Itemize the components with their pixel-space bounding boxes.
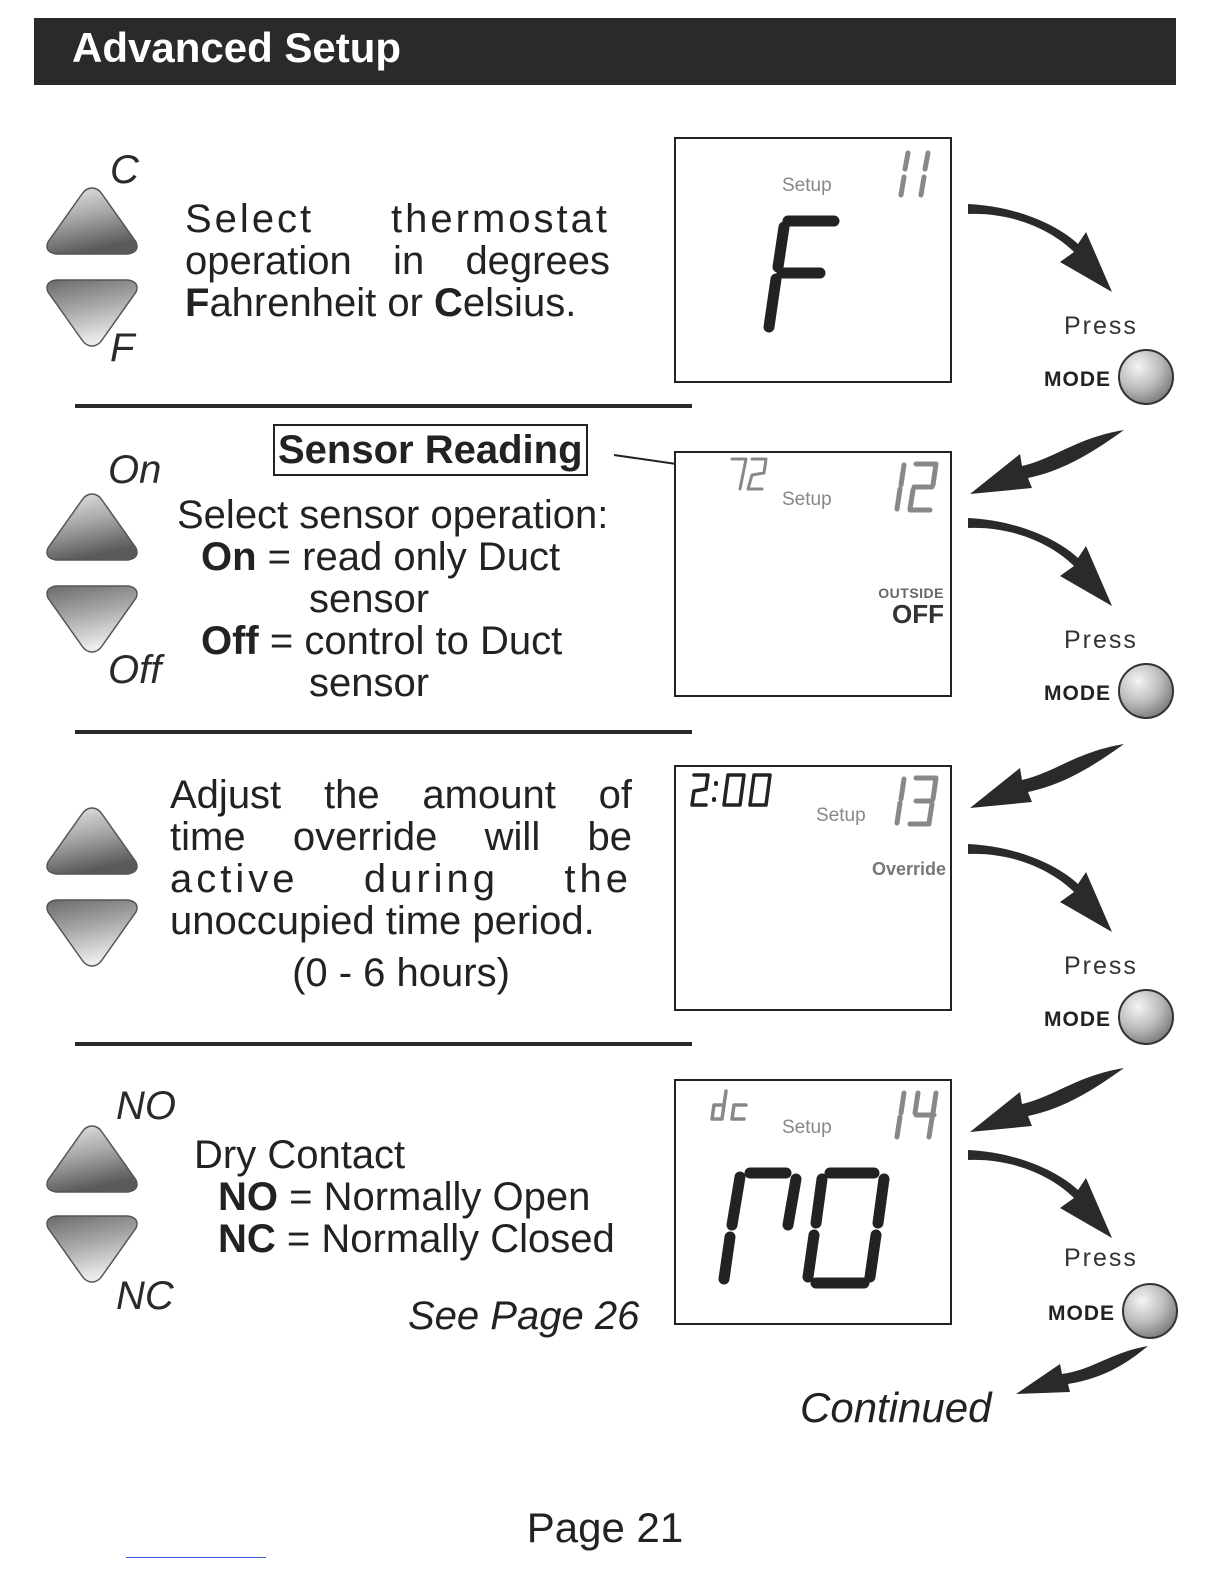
- outside-label: OUTSIDE: [878, 585, 944, 601]
- lcd-time-2-00: [690, 773, 772, 807]
- press-label: Press: [1064, 952, 1138, 980]
- lcd-main-f: [763, 215, 840, 333]
- continued-label: Continued: [800, 1384, 992, 1431]
- lcd-number-14: [894, 1090, 939, 1140]
- down-letter-f: F: [110, 326, 135, 370]
- arrow-down-icon[interactable]: [44, 584, 140, 656]
- section-divider: [75, 730, 692, 734]
- sensor-reading-callout: Sensor Reading: [273, 424, 588, 476]
- desc-line: Adjust the amount of: [170, 773, 632, 817]
- section-2-description: Select sensor operation: On = read only …: [177, 494, 657, 704]
- lcd-display-13: Setup Override: [674, 765, 952, 1011]
- curved-arrow-icon: [968, 518, 1112, 606]
- lcd-display-12: Setup OUTSIDE OFF: [674, 451, 952, 697]
- up-letter-c: C: [110, 148, 139, 192]
- lcd-number-11: [898, 150, 931, 198]
- curved-arrow-icon: [970, 744, 1124, 808]
- down-letter-off: Off: [108, 648, 162, 692]
- mode-button-icon[interactable]: [1118, 989, 1174, 1045]
- lcd-number-12: [894, 461, 939, 513]
- press-label: Press: [1064, 626, 1138, 654]
- dry-contact-title: Dry Contact: [194, 1133, 406, 1177]
- curved-arrow-icon: [968, 204, 1112, 292]
- section-divider: [75, 1042, 692, 1046]
- section-4-description: Dry Contact NO = Normally Open NC = Norm…: [194, 1134, 664, 1260]
- setup-label: Setup: [782, 489, 832, 510]
- curved-arrow-icon: [968, 1150, 1112, 1238]
- desc-line: sensor: [309, 661, 430, 705]
- mode-label: MODE: [1044, 1008, 1111, 1031]
- arrow-down-icon[interactable]: [44, 898, 140, 970]
- curved-arrow-icon: [970, 430, 1124, 494]
- press-label: Press: [1064, 312, 1138, 340]
- lcd-number-13: [894, 775, 939, 827]
- arrow-up-icon[interactable]: [44, 806, 140, 878]
- desc-line: active during the: [170, 857, 632, 901]
- section-1-description: Select thermostat operation in degrees F…: [185, 198, 610, 324]
- setup-label: Setup: [816, 805, 866, 826]
- setup-label: Setup: [782, 175, 832, 196]
- desc-line: Select thermostat: [185, 197, 610, 241]
- arrow-down-icon[interactable]: [44, 1214, 140, 1286]
- desc-line: operation in degrees: [185, 239, 610, 283]
- desc-line: NO = Normally Open: [218, 1175, 591, 1219]
- hours-range: (0 - 6 hours): [292, 951, 510, 995]
- lcd-display-14: Setup: [674, 1079, 952, 1325]
- arrow-up-icon[interactable]: [44, 492, 140, 564]
- curved-arrow-icon: [968, 844, 1112, 932]
- arrow-up-icon[interactable]: [44, 186, 140, 258]
- see-page-link[interactable]: See Page 26: [408, 1294, 640, 1338]
- mode-label: MODE: [1044, 682, 1111, 705]
- override-label: Override: [871, 859, 946, 879]
- mode-button-icon[interactable]: [1122, 1283, 1178, 1339]
- desc-line: sensor: [309, 577, 430, 621]
- lcd-code-dc: [710, 1089, 748, 1121]
- footer-underline: [126, 1557, 266, 1558]
- page-number: Page 21: [526, 1504, 684, 1551]
- desc-line: On = read only Duct: [201, 535, 561, 579]
- lcd-display-11: Setup: [674, 137, 952, 383]
- up-letter-on: On: [108, 448, 162, 492]
- page-header: Advanced Setup: [34, 18, 1176, 85]
- lcd-reading-72: [730, 457, 768, 491]
- arrow-down-icon[interactable]: [44, 278, 140, 350]
- down-letter-nc: NC: [116, 1274, 174, 1318]
- mode-button-icon[interactable]: [1118, 663, 1174, 719]
- status-off-label: OFF: [892, 599, 944, 629]
- mode-label: MODE: [1044, 368, 1111, 391]
- mode-label: MODE: [1048, 1302, 1115, 1325]
- desc-line: Fahrenheit or Celsius.: [185, 281, 577, 325]
- lcd-main-no: [718, 1167, 890, 1289]
- desc-line: NC = Normally Closed: [218, 1217, 615, 1261]
- desc-line: Off = control to Duct: [201, 619, 563, 663]
- section-3-description: Adjust the amount of time override will …: [170, 774, 632, 994]
- page-title: Advanced Setup: [72, 24, 402, 71]
- desc-line: time override will be: [170, 815, 632, 859]
- up-letter-no: NO: [116, 1084, 176, 1128]
- desc-line: unoccupied time period.: [170, 899, 595, 943]
- desc-line: Select sensor operation:: [177, 493, 609, 537]
- mode-button-icon[interactable]: [1118, 349, 1174, 405]
- section-divider: [75, 404, 692, 408]
- setup-label: Setup: [782, 1117, 832, 1138]
- arrow-up-icon[interactable]: [44, 1124, 140, 1196]
- curved-arrow-icon: [1016, 1346, 1148, 1394]
- press-label: Press: [1064, 1244, 1138, 1272]
- curved-arrow-icon: [970, 1068, 1124, 1132]
